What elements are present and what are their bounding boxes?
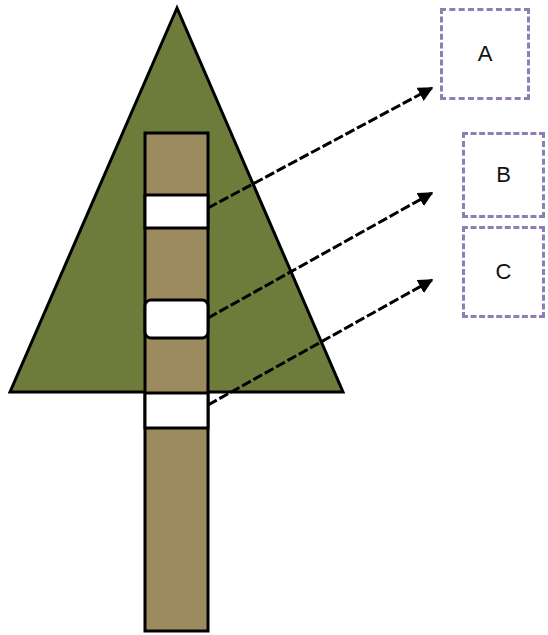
label-box: A xyxy=(440,8,530,100)
trunk-band xyxy=(145,300,208,338)
label-box: C xyxy=(462,226,545,318)
trunk-band xyxy=(145,393,208,428)
tree-trunk xyxy=(145,133,208,631)
box-letter: B xyxy=(496,163,511,187)
box-letter: A xyxy=(478,42,493,66)
trunk-band xyxy=(145,195,208,228)
leader-arrow xyxy=(208,88,432,208)
label-box: B xyxy=(462,132,545,218)
tree-crown xyxy=(10,8,343,392)
box-letter: C xyxy=(496,260,512,284)
leader-arrow xyxy=(208,280,432,405)
